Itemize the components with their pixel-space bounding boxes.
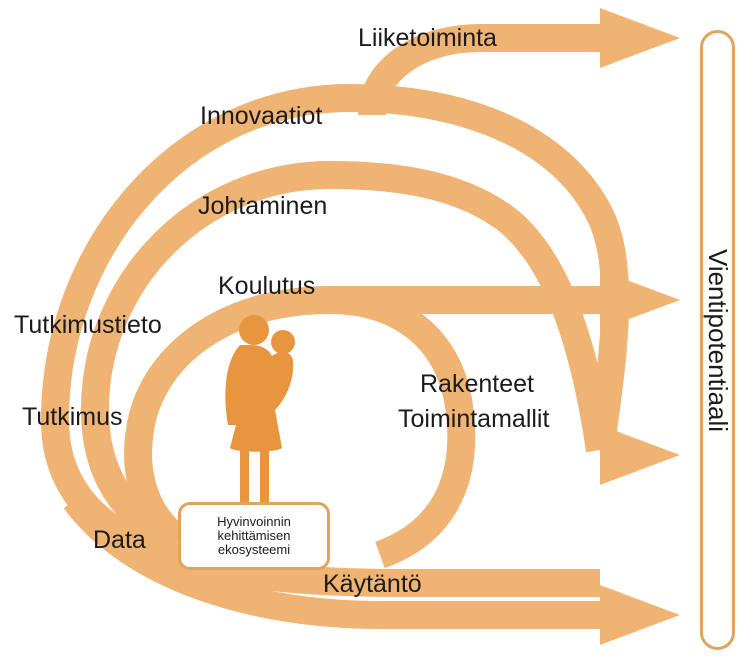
label-innovaatiot: Innovaatiot — [200, 102, 323, 130]
label-rakenteet: Rakenteet — [420, 370, 534, 398]
ecosystem-box: Hyvinvoinnin kehittämisen ekosysteemi — [178, 502, 330, 570]
flow-middle-loop — [81, 161, 614, 553]
arrowhead-toimintamallit — [600, 425, 680, 485]
label-tutkimus: Tutkimus — [22, 403, 123, 431]
ecosystem-line-3: ekosysteemi — [217, 542, 291, 557]
ecosystem-line-1: Hyvinvoinnin — [217, 514, 291, 529]
ecosystem-line-2: kehittämisen — [217, 528, 291, 543]
flow-liiketoiminta-branch — [358, 24, 610, 117]
export-potential-label-wrap: Vientipotentiaali — [700, 30, 735, 650]
arrowhead-koulutus — [600, 270, 680, 330]
arrowhead-liiketoiminta — [600, 8, 680, 68]
export-potential-label: Vientipotentiaali — [703, 248, 734, 432]
mother-with-child-silhouette-icon — [225, 315, 295, 506]
label-johtaminen: Johtaminen — [198, 192, 328, 220]
flow-bottom-ribbon — [63, 491, 615, 629]
export-potential-box — [700, 30, 735, 650]
label-koulutus: Koulutus — [218, 272, 316, 300]
label-liiketoiminta: Liiketoiminta — [358, 24, 497, 52]
label-data: Data — [93, 526, 146, 554]
label-kaytanto: Käytäntö — [323, 570, 422, 598]
arrowhead-kaytanto — [600, 585, 680, 645]
label-toimintamallit: Toimintamallit — [398, 405, 550, 433]
label-tutkimustieto: Tutkimustieto — [14, 311, 162, 339]
